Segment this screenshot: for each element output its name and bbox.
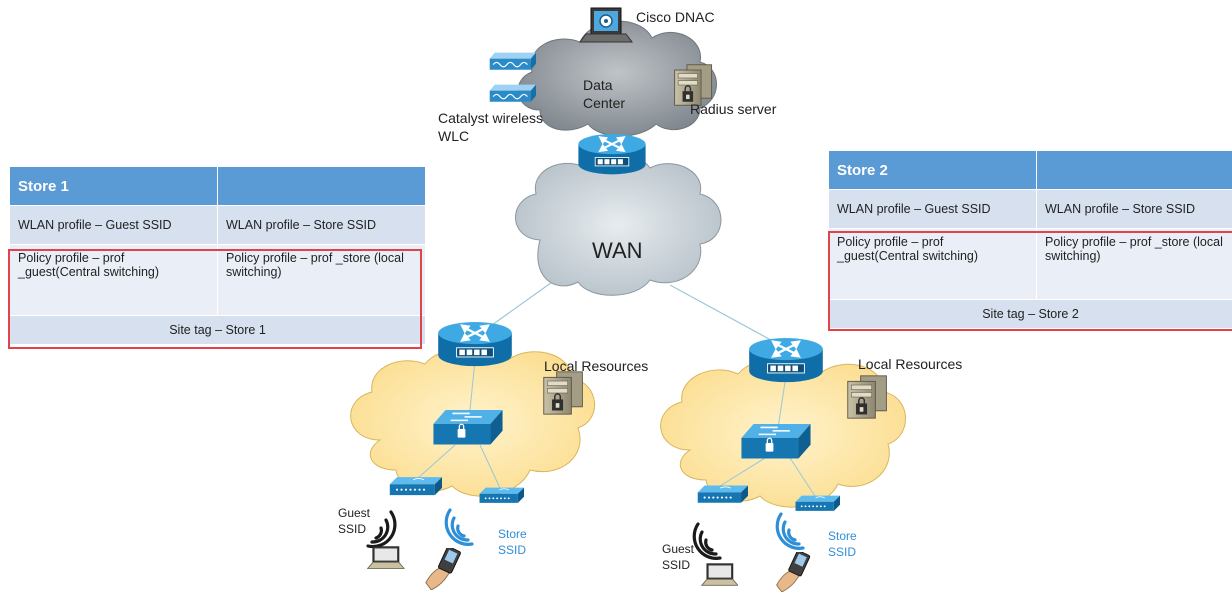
store1-ap-icon-1 (389, 476, 442, 496)
store1-wlan-store-cell: WLAN profile – Store SSID (217, 205, 426, 245)
wan-to-store1-link (484, 279, 556, 331)
store1-policy-guest-line1: Policy profile – prof (18, 251, 125, 265)
table-header-empty-cell (1036, 150, 1232, 190)
store1-policy-guest-cell: Policy profile – prof _guest(Central swi… (9, 244, 218, 316)
store2-site-tag-cell: Site tag – Store 2 (828, 299, 1232, 329)
store2-router-switch-link (777, 381, 786, 429)
store2-guest-ssid-label-line2: SSID (662, 558, 691, 572)
store1-policy-store-cell: Policy profile – prof _store (local swit… (217, 244, 426, 316)
store1-switch-ap1-link (417, 444, 456, 479)
store2-router-icon (748, 338, 824, 384)
store1-router-icon (437, 322, 513, 368)
store1-site-tag-cell: Site tag – Store 1 (9, 315, 426, 345)
data-center-label-line1: Data (583, 77, 613, 93)
store2-guest-ssid-label-line1: Guest (662, 542, 695, 556)
store1-ap-icon-2 (479, 487, 524, 504)
store1-store-ssid-label-line1: Store (498, 527, 527, 541)
store2-switch-ap2-link (789, 457, 816, 497)
wan-to-store2-link (669, 284, 781, 346)
table-row: Policy profile – prof _guest(Central swi… (9, 244, 426, 316)
store1-policy-guest-line2: _guest(Central switching) (18, 265, 160, 279)
wlc-icon-2 (489, 84, 536, 103)
store1-laptop-icon (367, 546, 405, 569)
store1-handheld-icon (425, 548, 462, 590)
table-row: WLAN profile – Guest SSID WLAN profile –… (9, 205, 426, 245)
store1-guest-ssid-label-line2: SSID (338, 522, 367, 536)
store2-policy-guest-line2: _guest(Central switching) (837, 249, 979, 263)
store2-store-ssid-label-line1: Store (828, 529, 857, 543)
table-header-row: Store 1 (9, 166, 426, 206)
table-row: Site tag – Store 2 (828, 299, 1232, 329)
wlc-label-line1: Catalyst wireless (438, 110, 544, 126)
store2-wlan-guest-cell: WLAN profile – Guest SSID (828, 189, 1037, 229)
store2-policy-store-cell: Policy profile – prof _store (local swit… (1036, 228, 1232, 300)
store1-store-ssid-label-line2: SSID (498, 543, 527, 557)
store2-policy-guest-cell: Policy profile – prof _guest(Central swi… (828, 228, 1037, 300)
dc-router-icon (578, 134, 646, 176)
store1-policy-store-line1: Policy profile – prof _store (local (226, 251, 404, 265)
store1-guest-ssid-label-line1: Guest (338, 506, 371, 520)
store2-laptop-icon (701, 563, 738, 586)
store1-local-resources-label: Local Resources (544, 358, 649, 374)
store2-switch-ap1-link (719, 457, 766, 487)
store2-handheld-icon (776, 552, 811, 592)
store2-ap-icon-2 (795, 495, 840, 512)
table-row: Policy profile – prof _guest(Central swi… (828, 228, 1232, 300)
store1-table-title: Store 1 (9, 166, 218, 206)
store2-policy-store-line1: Policy profile – prof _store (local (1045, 235, 1223, 249)
store2-ap-icon-1 (697, 484, 748, 504)
store1-profile-table: Store 1 WLAN profile – Guest SSID WLAN p… (9, 166, 426, 345)
data-center-label-line2: Center (583, 95, 626, 111)
cisco-dnac-icon (579, 7, 633, 43)
table-header-row: Store 2 (828, 150, 1232, 190)
store2-wlan-store-cell: WLAN profile – Store SSID (1036, 189, 1232, 229)
store2-profile-table: Store 2 WLAN profile – Guest SSID WLAN p… (828, 150, 1232, 329)
store2-guest-wifi-icon (692, 522, 722, 560)
store2-policy-store-line2: switching) (1045, 249, 1101, 263)
wan-label: WAN (592, 238, 643, 263)
table-row: WLAN profile – Guest SSID WLAN profile –… (828, 189, 1232, 229)
radius-server-label: Radius server (690, 101, 777, 117)
wan-cloud (515, 154, 722, 296)
store2-policy-guest-line1: Policy profile – prof (837, 235, 944, 249)
store2-local-resources-label: Local Resources (858, 356, 963, 372)
store1-router-switch-link (469, 359, 476, 411)
store2-store-ssid-label-line2: SSID (828, 545, 857, 559)
store1-policy-store-line2: switching) (226, 265, 282, 279)
table-row: Site tag – Store 1 (9, 315, 426, 345)
store1-guest-wifi-icon (366, 510, 397, 549)
cisco-dnac-label: Cisco DNAC (636, 9, 715, 25)
store1-switch-icon (432, 410, 504, 446)
branch-links (417, 359, 816, 497)
wlc-icon-1 (489, 52, 536, 71)
store2-table-title: Store 2 (828, 150, 1037, 190)
store1-wlan-guest-cell: WLAN profile – Guest SSID (9, 205, 218, 245)
store2-switch-icon (740, 424, 812, 460)
table-header-empty-cell (217, 166, 426, 206)
store1-switch-ap2-link (479, 444, 501, 489)
store2-store-wifi-icon (775, 512, 805, 550)
wlc-label-line2: WLC (438, 128, 470, 144)
store1-store-wifi-icon (444, 508, 474, 546)
